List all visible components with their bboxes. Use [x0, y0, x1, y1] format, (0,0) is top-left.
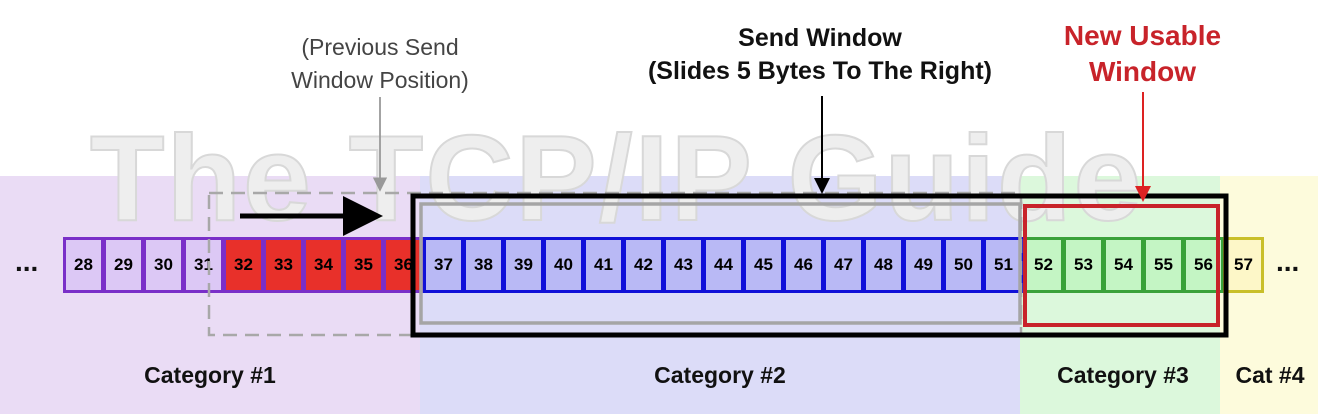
category-2-band	[420, 176, 1020, 414]
send-window-label-line2: (Slides 5 Bytes To The Right)	[647, 57, 993, 85]
byte-cell-44: 44	[703, 237, 744, 293]
byte-cell-48: 48	[863, 237, 904, 293]
byte-cell-35: 35	[343, 237, 384, 293]
category-2-label: Category #2	[654, 362, 786, 388]
byte-cell-51: 51	[983, 237, 1024, 293]
category-4-label: Cat #4	[1235, 362, 1305, 388]
previous-window-label-line2: Window Position)	[291, 67, 469, 93]
byte-cell-30: 30	[143, 237, 184, 293]
byte-cell-28: 28	[63, 237, 104, 293]
byte-cell-47: 47	[823, 237, 864, 293]
send-window-inner-frame	[419, 202, 1022, 325]
send-window-frame	[410, 193, 1229, 338]
category-3-band	[1020, 176, 1220, 414]
category-1-label: Category #1	[144, 362, 276, 388]
new-usable-window-frame	[1023, 204, 1220, 327]
byte-cell-53: 53	[1063, 237, 1104, 293]
byte-cell-42: 42	[623, 237, 664, 293]
byte-cell-50: 50	[943, 237, 984, 293]
new-usable-window-label: New Usable Window	[1030, 18, 1255, 90]
byte-cell-29: 29	[103, 237, 144, 293]
byte-cell-36: 36	[383, 237, 424, 293]
byte-cell-49: 49	[903, 237, 944, 293]
byte-cell-41: 41	[583, 237, 624, 293]
byte-cell-45: 45	[743, 237, 784, 293]
ellipsis-left: ...	[15, 246, 39, 277]
byte-cell-37: 37	[423, 237, 464, 293]
byte-cell-38: 38	[463, 237, 504, 293]
send-window-label: Send Window (Slides 5 Bytes To The Right…	[595, 22, 1045, 88]
byte-cell-31: 31	[183, 237, 224, 293]
byte-cell-39: 39	[503, 237, 544, 293]
previous-window-label: (Previous Send Window Position)	[250, 31, 510, 97]
byte-cell-52: 52	[1023, 237, 1064, 293]
byte-cell-55: 55	[1143, 237, 1184, 293]
byte-cell-46: 46	[783, 237, 824, 293]
category-4-band	[1220, 176, 1318, 414]
byte-cell-33: 33	[263, 237, 304, 293]
watermark-text: The TCP/IP Guide	[89, 109, 1144, 247]
category-3-label: Category #3	[1057, 362, 1189, 388]
send-window-label-line1: Send Window	[738, 24, 902, 52]
byte-cell-32: 32	[223, 237, 264, 293]
byte-cell-54: 54	[1103, 237, 1144, 293]
previous-window-label-line1: (Previous Send	[301, 34, 459, 60]
ellipsis-right: ...	[1276, 246, 1300, 277]
byte-cell-40: 40	[543, 237, 584, 293]
new-usable-window-label-line2: Window	[1088, 56, 1197, 87]
byte-cell-34: 34	[303, 237, 344, 293]
new-usable-window-label-line1: New Usable	[1063, 20, 1222, 51]
byte-cell-43: 43	[663, 237, 704, 293]
